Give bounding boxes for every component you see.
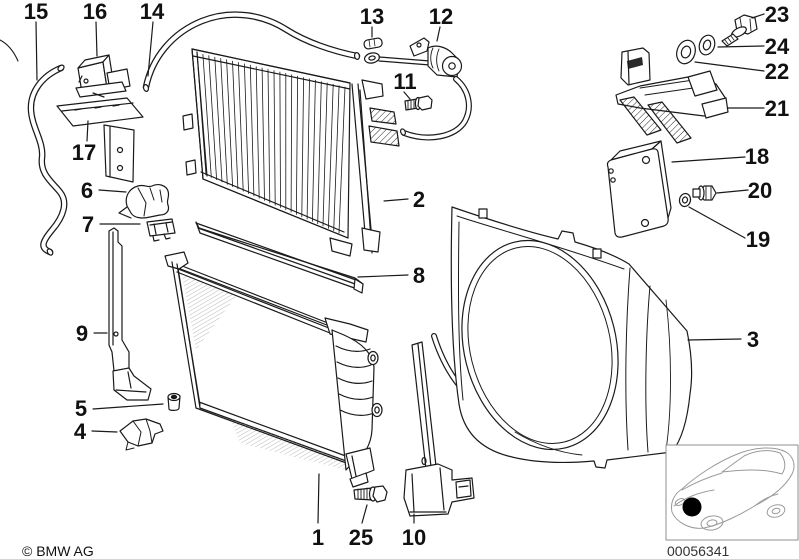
part-label-20: 20 <box>748 178 772 203</box>
part-label-7: 7 <box>82 212 94 237</box>
part-label-13: 13 <box>360 4 384 29</box>
leader-line-22 <box>694 61 765 72</box>
part-location-dot <box>682 497 702 517</box>
side-bracket-left-drawing <box>108 227 152 401</box>
part-label-17: 17 <box>72 140 96 165</box>
hose-fragment <box>0 39 19 62</box>
leader-line-2 <box>383 198 409 202</box>
clip-drawing <box>119 418 164 451</box>
part-label-23: 23 <box>765 2 789 27</box>
control-module-drawing <box>606 140 672 238</box>
part-label-9: 9 <box>76 321 88 346</box>
part-label-12: 12 <box>429 4 453 29</box>
side-bracket-right-drawing <box>403 341 475 517</box>
copyright-text: © BMW AG <box>22 543 94 559</box>
leader-line-1 <box>317 473 320 524</box>
part-label-1: 1 <box>312 525 324 550</box>
leader-line-19 <box>688 206 746 239</box>
leader-line-8 <box>357 274 409 278</box>
part-label-6: 6 <box>81 178 93 203</box>
part-label-21: 21 <box>765 96 789 121</box>
image-number-text: 00056341 <box>667 543 730 559</box>
part-label-15: 15 <box>24 0 48 24</box>
part-label-8: 8 <box>413 263 425 288</box>
leader-line-11 <box>403 91 411 100</box>
spacer-drawing <box>363 37 383 50</box>
clip-small-drawing <box>146 218 176 242</box>
washer-small-drawing <box>678 192 692 208</box>
leader-line-14 <box>147 21 154 77</box>
leader-line-16 <box>95 21 98 57</box>
leader-line-18 <box>671 156 746 163</box>
part-label-19: 19 <box>746 227 770 252</box>
hose-left-drawing <box>27 64 68 256</box>
relay-drawing <box>75 54 131 98</box>
comb-bracket-drawing <box>615 47 729 144</box>
part-label-18: 18 <box>745 144 769 169</box>
grommet-drawing <box>167 392 181 411</box>
part-label-10: 10 <box>402 525 426 550</box>
leader-line-24 <box>717 45 765 48</box>
leader-line-15 <box>35 21 38 81</box>
radiator-drawing <box>164 251 383 488</box>
support-strip-drawing <box>195 221 364 294</box>
part-label-25: 25 <box>349 525 373 550</box>
part-label-5: 5 <box>75 396 87 421</box>
actuator-drawing <box>363 37 463 78</box>
car-reference-box <box>665 444 799 541</box>
mount-bracket-drawing <box>56 97 144 183</box>
leader-line-23 <box>751 13 765 19</box>
hose-actuator-drawing <box>399 76 472 141</box>
leader-line-5 <box>92 403 164 410</box>
leader-line-20 <box>716 189 749 194</box>
screw-lower-drawing <box>353 485 388 503</box>
bolt-drawing <box>721 14 758 47</box>
leader-line-25 <box>361 504 368 524</box>
leader-line-17 <box>86 120 89 142</box>
part-label-3: 3 <box>747 327 759 352</box>
clamp-bracket-drawing <box>118 184 170 219</box>
part-label-24: 24 <box>765 34 790 59</box>
bolt-small-drawing <box>692 185 717 201</box>
leader-line-3 <box>687 338 742 341</box>
leader-line-12 <box>436 26 441 42</box>
part-label-2: 2 <box>413 187 425 212</box>
part-label-22: 22 <box>765 59 789 84</box>
washer-pair-drawing <box>676 34 716 65</box>
hose-upper-drawing <box>142 11 361 92</box>
radiator-core-drawing <box>182 48 400 257</box>
car-illustration <box>671 447 795 531</box>
part-label-11: 11 <box>393 69 416 94</box>
screw-drawing <box>404 95 433 111</box>
part-label-4: 4 <box>74 419 87 444</box>
leader-line-4 <box>91 430 118 433</box>
part-label-14: 14 <box>140 0 165 24</box>
leader-line-6 <box>98 189 127 193</box>
part-label-16: 16 <box>83 0 107 24</box>
